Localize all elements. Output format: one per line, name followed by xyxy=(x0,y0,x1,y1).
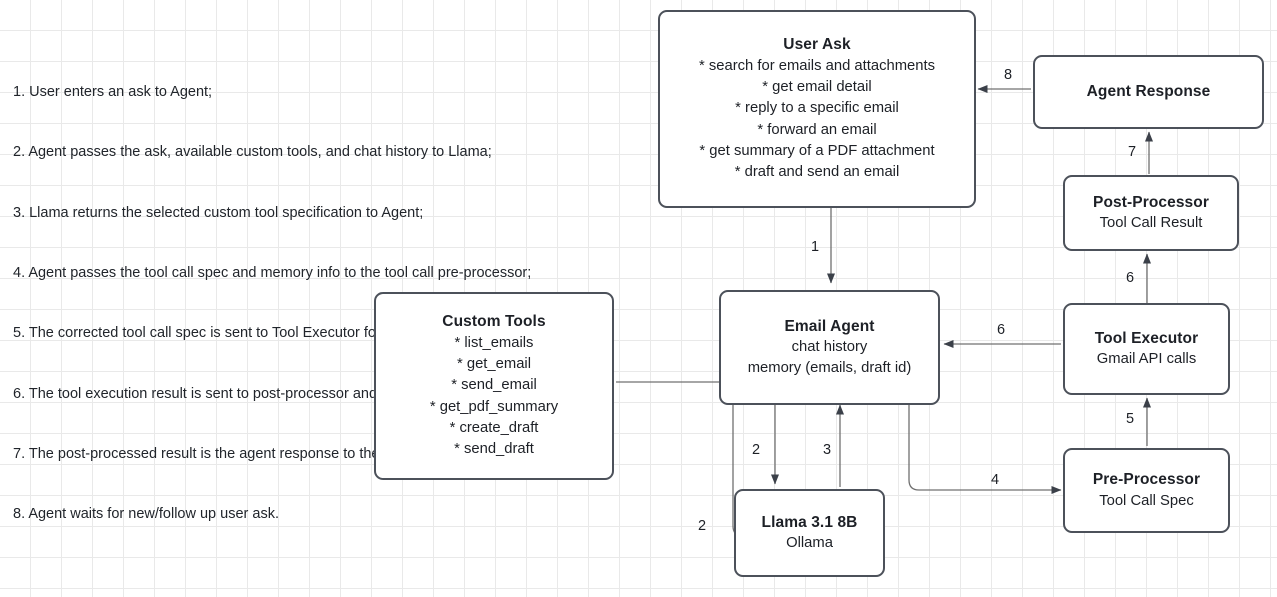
node-custom-tools-line-6: * send_draft xyxy=(454,441,534,458)
node-email-agent-line-1: chat history xyxy=(791,338,868,355)
node-custom-tools-line-4: * get_pdf_summary xyxy=(429,398,559,415)
edge-label-2b: 2 xyxy=(698,518,707,534)
node-user-ask-line-5: * get summary of a PDF attachment xyxy=(699,142,935,159)
node-email-agent-line-2: memory (emails, draft id) xyxy=(747,360,912,377)
node-post-processor-title: Post-Processor xyxy=(1093,193,1209,211)
node-user-ask-line-3: * reply to a specific email xyxy=(735,100,899,117)
node-user-ask[interactable]: User Ask * search for emails and attachm… xyxy=(658,10,976,208)
legend-step-8: 8. Agent waits for new/follow up user as… xyxy=(13,506,279,523)
node-pre-processor[interactable]: Pre-Processor Tool Call Spec xyxy=(1063,448,1230,533)
node-user-ask-line-1: * search for emails and attachments xyxy=(698,57,936,74)
edge-label-7: 7 xyxy=(1128,144,1137,160)
node-tool-executor-title: Tool Executor xyxy=(1094,329,1199,347)
edge-4-path xyxy=(908,405,1062,494)
edge-label-2a: 2 xyxy=(752,442,761,458)
legend-step-2: 2. Agent passes the ask, available custo… xyxy=(13,144,492,161)
node-user-ask-line-6: * draft and send an email xyxy=(734,164,900,181)
node-llama-line-1: Ollama xyxy=(786,535,833,551)
legend-step-3: 3. Llama returns the selected custom too… xyxy=(13,204,424,221)
node-custom-tools-line-2: * get_email xyxy=(456,356,532,373)
edge-label-6a: 6 xyxy=(997,322,1006,338)
edge-label-8: 8 xyxy=(1004,67,1013,83)
node-llama-title: Llama 3.1 8B xyxy=(761,513,858,531)
node-user-ask-title: User Ask xyxy=(783,36,851,54)
node-pre-processor-line-1: Tool Call Spec xyxy=(1099,492,1194,509)
node-custom-tools-line-1: * list_emails xyxy=(454,334,534,351)
node-tool-executor-line-1: Gmail API calls xyxy=(1096,351,1197,367)
node-user-ask-line-2: * get email detail xyxy=(762,79,872,96)
edge-label-4: 4 xyxy=(991,472,1000,488)
edge-label-1: 1 xyxy=(811,239,820,255)
legend-step-1: 1. User enters an ask to Agent; xyxy=(13,84,213,101)
node-llama[interactable]: Llama 3.1 8B Ollama xyxy=(734,489,885,577)
node-custom-tools-title: Custom Tools xyxy=(442,313,546,331)
node-custom-tools-line-5: * create_draft xyxy=(449,419,539,436)
node-post-processor[interactable]: Post-Processor Tool Call Result xyxy=(1063,175,1239,251)
edge-label-3: 3 xyxy=(823,442,832,458)
legend-step-4: 4. Agent passes the tool call spec and m… xyxy=(13,265,532,282)
node-custom-tools-line-3: * send_email xyxy=(451,377,537,394)
node-pre-processor-title: Pre-Processor xyxy=(1092,471,1201,489)
node-agent-response[interactable]: Agent Response xyxy=(1033,55,1264,129)
node-agent-response-title: Agent Response xyxy=(1086,83,1211,101)
edge-label-6b: 6 xyxy=(1126,270,1135,286)
edge-label-5: 5 xyxy=(1126,411,1135,427)
node-email-agent[interactable]: Email Agent chat history memory (emails,… xyxy=(719,290,940,405)
node-user-ask-line-4: * forward an email xyxy=(757,121,877,138)
node-tool-executor[interactable]: Tool Executor Gmail API calls xyxy=(1063,303,1230,395)
node-email-agent-title: Email Agent xyxy=(784,317,875,335)
node-post-processor-line-1: Tool Call Result xyxy=(1099,215,1203,231)
node-custom-tools[interactable]: Custom Tools * list_emails * get_email *… xyxy=(374,292,614,480)
